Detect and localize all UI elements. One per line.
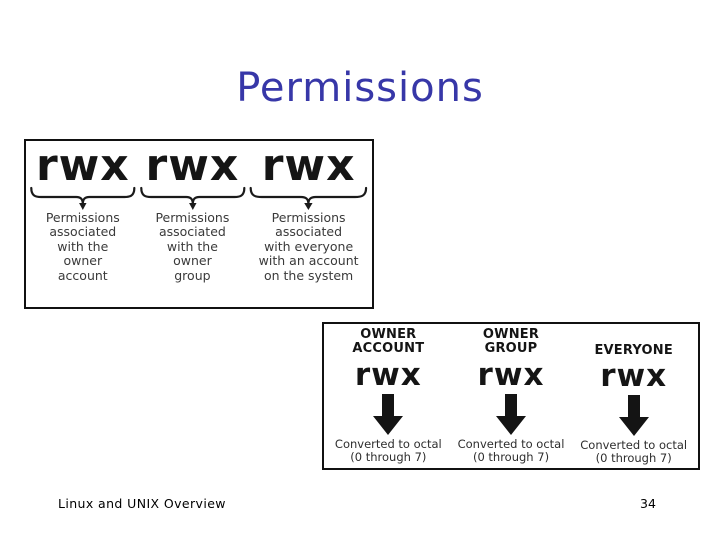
note-line: Converted to octal — [580, 437, 688, 452]
note-line: (0 through 7) — [350, 449, 427, 464]
octal-column-owner-group: OWNER GROUP rwx Converted to octal (0 th… — [450, 328, 573, 465]
caption-line: with the — [166, 238, 218, 254]
octal-heading-everyone: EVERYONE — [594, 328, 672, 359]
octal-column-everyone: EVERYONE rwx Converted to octal (0 throu… — [572, 328, 695, 465]
octal-column-owner-account: OWNER ACCOUNT rwx Converted to octal (0 … — [327, 328, 450, 465]
rwx-bits-owner-account: rwx — [35, 140, 130, 191]
note-line: (0 through 7) — [472, 449, 550, 464]
triplet-column-everyone: rwx Permissions associated with everyone… — [247, 140, 370, 305]
caption-line: group — [174, 267, 211, 283]
rwx-bits-owner-account: rwx — [354, 357, 422, 393]
octal-note-owner-account: Converted to octal (0 through 7) — [334, 436, 442, 464]
octal-columns: OWNER ACCOUNT rwx Converted to octal (0 … — [324, 324, 698, 468]
caption-line: with an account — [258, 253, 359, 269]
caption-line: owner — [63, 253, 103, 269]
caption-line: on the system — [263, 267, 354, 283]
caption-line: account — [57, 267, 108, 283]
page-number: 34 — [640, 496, 656, 511]
down-arrow-icon — [617, 394, 651, 438]
caption-line: owner — [173, 253, 212, 269]
triplet-caption-everyone: Permissions associated with everyone wit… — [258, 209, 359, 284]
heading-line: EVERYONE — [594, 343, 673, 358]
curly-brace-down-icon — [247, 186, 370, 212]
permission-triplets-figure: rwx Permissions associated with the owne… — [24, 139, 374, 309]
octal-note-owner-group: Converted to octal (0 through 7) — [457, 436, 565, 464]
triplet-caption-owner-account: Permissions associated with the owner ac… — [45, 209, 120, 284]
footer-text: Linux and UNIX Overview — [58, 496, 226, 511]
triplet-caption-owner-group: Permissions associated with the owner gr… — [155, 209, 230, 284]
caption-line: Permissions — [45, 209, 120, 225]
triplet-column-owner-group: rwx Permissions associated with the owne… — [138, 140, 248, 305]
caption-line: associated — [49, 224, 117, 240]
heading-line: ACCOUNT — [352, 341, 425, 356]
caption-line: associated — [158, 224, 226, 240]
curly-brace-down-icon — [28, 186, 138, 212]
caption-line: Permissions — [155, 209, 230, 225]
octal-note-everyone: Converted to octal (0 through 7) — [580, 437, 688, 465]
rwx-bits-everyone: rwx — [261, 140, 356, 191]
rwx-bits-everyone: rwx — [600, 358, 668, 394]
down-arrow-icon — [494, 393, 528, 437]
note-line: Converted to octal — [457, 436, 565, 451]
triplet-columns: rwx Permissions associated with the owne… — [26, 141, 372, 307]
octal-heading-owner-account: OWNER ACCOUNT — [352, 328, 424, 358]
heading-line: GROUP — [484, 341, 538, 356]
note-line: Converted to octal — [334, 436, 442, 451]
curly-brace-down-icon — [138, 186, 248, 212]
octal-heading-owner-group: OWNER GROUP — [483, 328, 539, 358]
note-line: (0 through 7) — [595, 450, 672, 465]
rwx-bits-owner-group: rwx — [145, 140, 240, 191]
page-title: Permissions — [236, 65, 484, 111]
heading-line: OWNER — [360, 327, 417, 342]
rwx-bits-owner-group: rwx — [477, 357, 545, 393]
caption-line: with everyone — [264, 238, 354, 254]
down-arrow-icon — [371, 393, 405, 437]
caption-line: with the — [57, 238, 109, 254]
caption-line: Permissions — [271, 209, 346, 225]
triplet-column-owner-account: rwx Permissions associated with the owne… — [28, 140, 138, 305]
caption-line: associated — [275, 224, 343, 240]
heading-line: OWNER — [482, 327, 540, 342]
octal-conversion-figure: OWNER ACCOUNT rwx Converted to octal (0 … — [322, 322, 700, 470]
